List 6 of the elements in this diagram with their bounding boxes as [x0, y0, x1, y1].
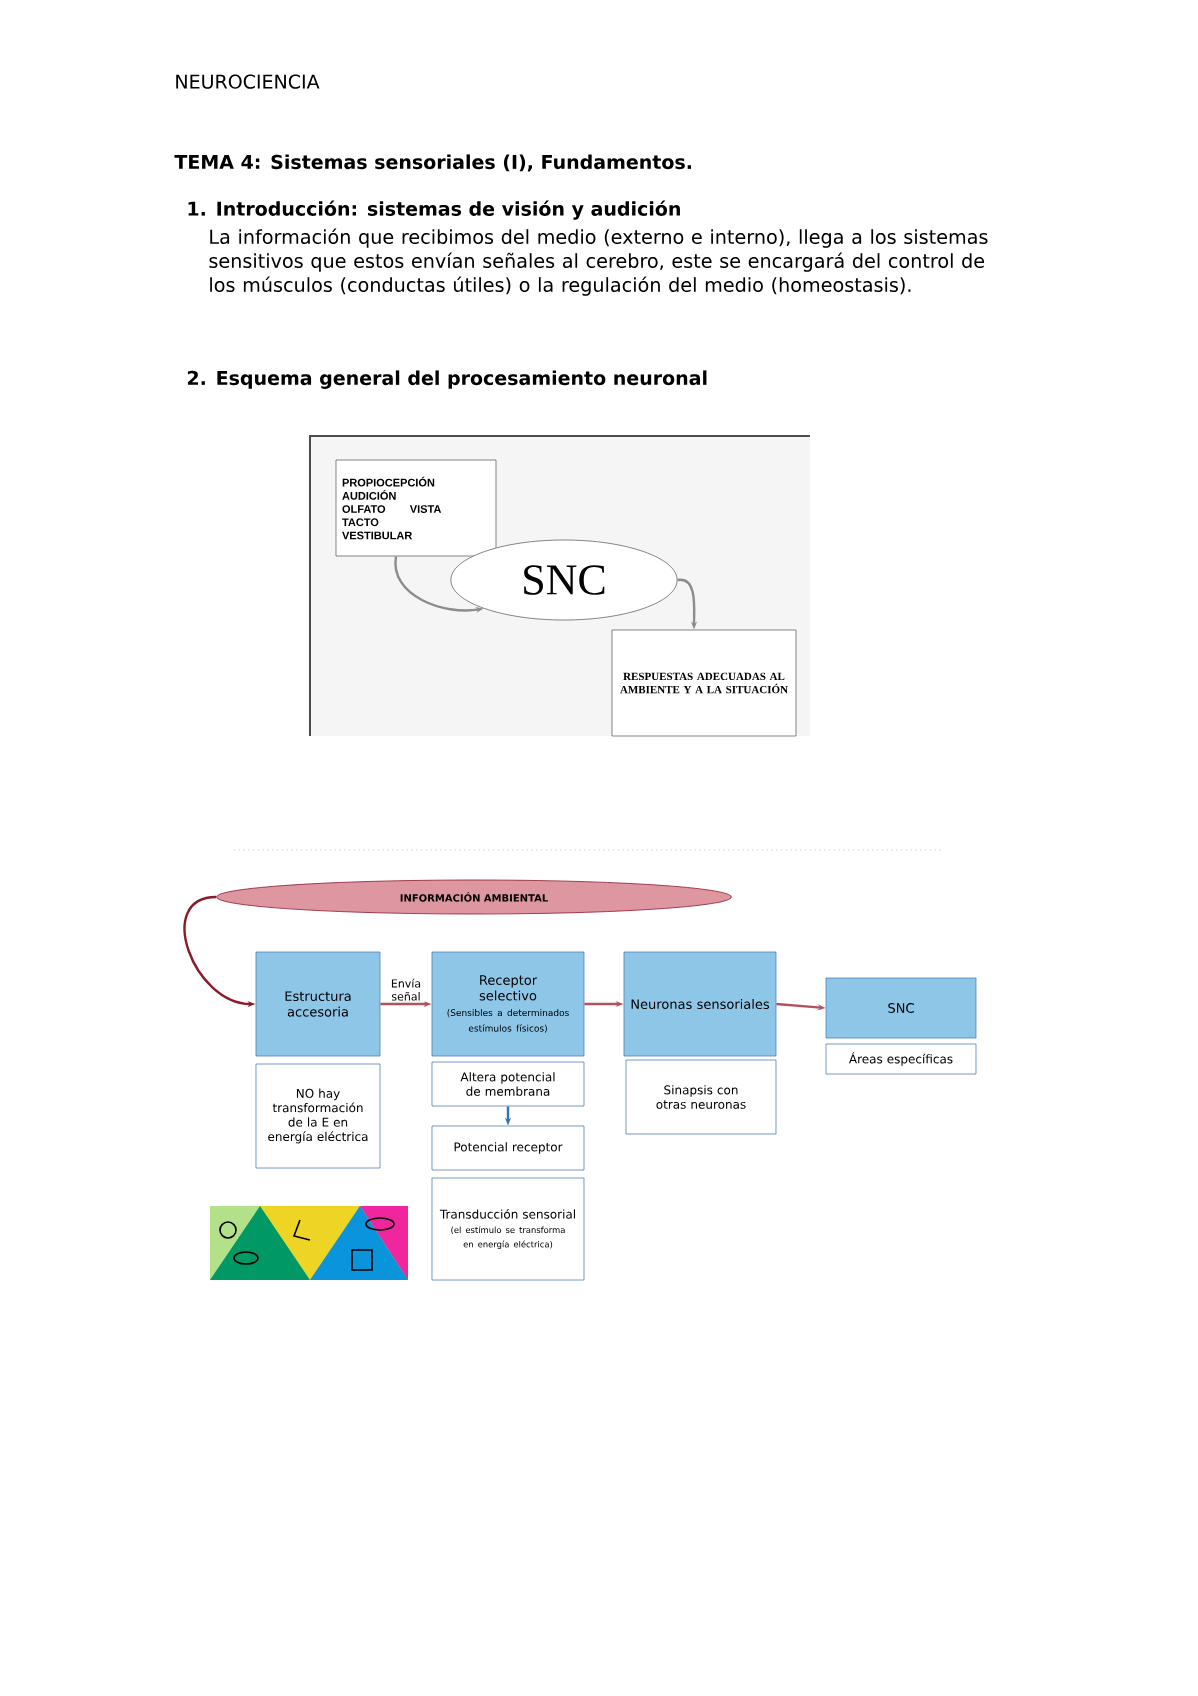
ellipse-node: SNC [450, 539, 678, 621]
section-heading: 1. Introducción: sistemas de visión y audición [188, 200, 680, 220]
heading: NEUROCIENCIA [176, 74, 320, 89]
section-heading: TEMA 4: Sistemas sensoriales (I), Fundamentos. [174, 154, 691, 172]
section-heading: 2. Esquema general del procesamiento neuronal [187, 370, 707, 389]
paragraph: La información que recibimos del medio (externo e interno), llega a los sistemas sensitivos que estos envían señales al cerebro, este se encargará del control de los músculos (conductas útiles) o la regulación del medio (homeostasis). [209, 228, 988, 296]
